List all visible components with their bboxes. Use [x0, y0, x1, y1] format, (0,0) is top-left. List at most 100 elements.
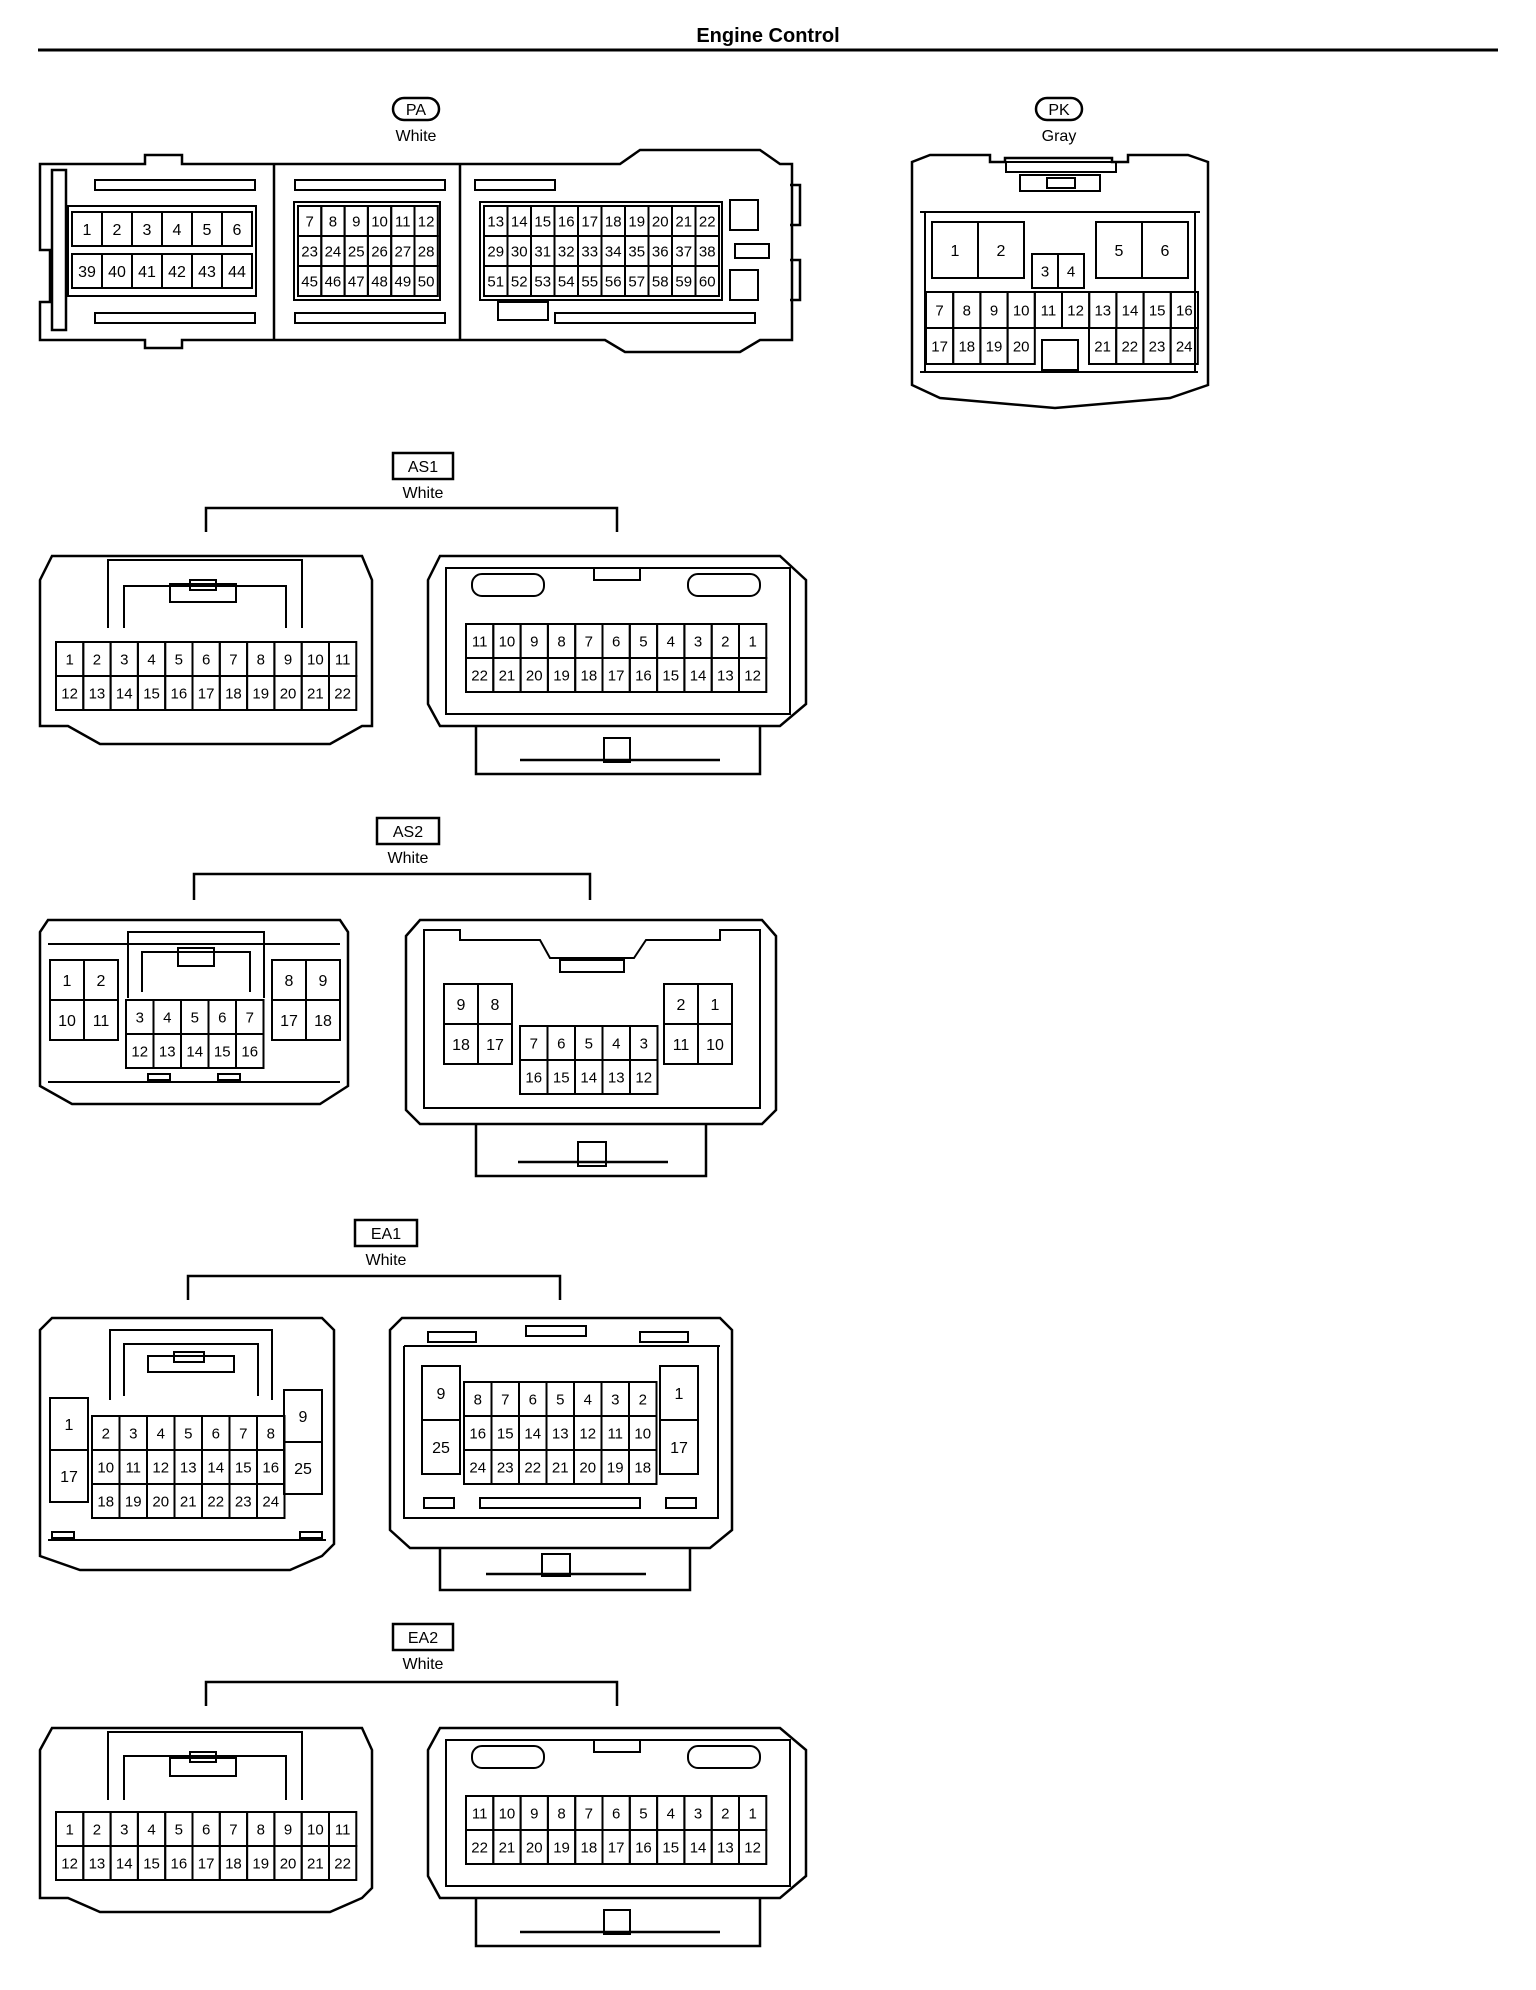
pin-number: 13 [89, 685, 106, 702]
pin-cavity: 25 [421, 1419, 461, 1475]
connector-ea2-left-latch [107, 1731, 303, 1800]
pin-number: 4 [147, 1821, 155, 1838]
pin-cavity: 45 [297, 265, 323, 297]
pin-cavity: 9 [519, 1795, 549, 1831]
pin-cavity: 11 [465, 623, 495, 659]
pin-number: 15 [553, 1069, 570, 1086]
pin-cavity: 6 [601, 1795, 631, 1831]
pin-cavity: 11 [328, 641, 358, 677]
pin-cavity: 2 [977, 221, 1025, 279]
pin-number: 1 [748, 633, 756, 650]
pin-number: 12 [152, 1459, 169, 1476]
pin-number: 38 [699, 243, 716, 260]
connector-ea2-right-lock [471, 1739, 761, 1935]
pin-cavity: 4 [656, 623, 686, 659]
connector-as1-right-inner [445, 567, 791, 715]
pin-number: 10 [499, 1805, 516, 1822]
pin-number: 48 [371, 273, 388, 290]
pin-number: 2 [677, 997, 686, 1014]
connector-pk-code: PK [1048, 102, 1070, 119]
pin-cavity: 22 [328, 1845, 358, 1881]
pin-number: 2 [113, 222, 122, 239]
connector-as2-bracket [192, 872, 592, 900]
pin-number: 19 [252, 685, 269, 702]
pin-number: 10 [307, 1821, 324, 1838]
pin-number: 54 [558, 273, 575, 290]
pin-cavity: 4 [146, 1415, 176, 1451]
pin-number: 19 [553, 667, 570, 684]
pin-number: 2 [93, 651, 101, 668]
pin-number: 4 [584, 1391, 592, 1408]
pin-number: 9 [457, 997, 466, 1014]
pin-number: 47 [348, 273, 365, 290]
pin-number: 41 [138, 264, 156, 281]
pin-number: 20 [152, 1493, 169, 1510]
connector-pa-color: White [396, 128, 437, 145]
pin-cavity: 43 [191, 253, 223, 289]
pin-number: 52 [511, 273, 528, 290]
pin-number: 45 [301, 273, 318, 290]
pin-number: 17 [280, 1013, 298, 1030]
pin-cavity: 5 [574, 1025, 604, 1061]
pin-number: 9 [319, 973, 328, 990]
pin-number: 18 [634, 1459, 651, 1476]
pin-number: 7 [585, 1805, 593, 1822]
pin-cavity: 23 [228, 1483, 258, 1519]
pin-number: 1 [83, 222, 92, 239]
pin-cavity: 19 [118, 1483, 148, 1519]
pin-cavity: 23 [490, 1449, 520, 1485]
pin-number: 1 [951, 243, 960, 260]
pin-number: 5 [639, 1805, 647, 1822]
pin-number: 2 [639, 1391, 647, 1408]
pin-cavity: 22 [465, 1829, 495, 1865]
pin-cavity: 8 [477, 983, 513, 1025]
pin-cavity: 12 [413, 205, 439, 237]
pin-number: 14 [580, 1069, 597, 1086]
pin-number: 33 [581, 243, 598, 260]
connector-ea1-right-lock [423, 1325, 697, 1577]
pin-cavity: 13 [710, 657, 741, 693]
pin-number: 11 [673, 1037, 690, 1054]
pin-cavity: 20 [273, 1845, 303, 1881]
connector-pa-left-rail [50, 168, 68, 332]
pin-cavity: 16 [1169, 291, 1200, 329]
pin-number: 5 [175, 651, 183, 668]
pin-cavity: 3 [629, 1025, 659, 1061]
pin-number: 11 [335, 651, 351, 668]
pin-number: 6 [529, 1391, 537, 1408]
pin-number: 10 [1013, 302, 1030, 319]
connector-ea2-left-lock [169, 1751, 237, 1777]
pin-cavity: 17 [271, 999, 307, 1041]
pin-cavity: 2 [83, 959, 119, 1001]
pin-cavity: 14 [683, 1829, 713, 1865]
pin-cavity: 58 [647, 265, 673, 297]
pin-number: 6 [557, 1035, 565, 1052]
pin-cavity: 14 [574, 1059, 604, 1095]
pin-number: 19 [553, 1839, 570, 1856]
pin-number: 6 [612, 633, 620, 650]
pin-cavity: 6 [1141, 221, 1189, 279]
pin-cavity: 35 [624, 235, 650, 267]
pin-cavity: 56 [600, 265, 626, 297]
pin-number: 22 [524, 1459, 541, 1476]
connector-ea2-right-inner [445, 1739, 791, 1887]
pin-number: 34 [605, 243, 622, 260]
pin-cavity: 8 [463, 1381, 493, 1417]
pin-cavity: 14 [683, 657, 713, 693]
pin-cavity: 5 [628, 1795, 659, 1831]
connector-ea1-right-inner [403, 1345, 720, 1519]
pin-number: 3 [611, 1391, 619, 1408]
pin-cavity: 24 [320, 235, 346, 267]
pin-number: 14 [116, 685, 133, 702]
pin-cavity: 14 [180, 1033, 210, 1069]
pin-cavity: 17 [925, 327, 955, 365]
pin-cavity: 15 [207, 1033, 237, 1069]
pin-cavity: 14 [1115, 291, 1145, 329]
pin-cavity: 2 [710, 623, 741, 659]
pin-number: 13 [89, 1855, 106, 1872]
pin-number: 15 [235, 1459, 252, 1476]
pin-cavity: 7 [235, 999, 265, 1035]
pin-number: 59 [675, 273, 692, 290]
